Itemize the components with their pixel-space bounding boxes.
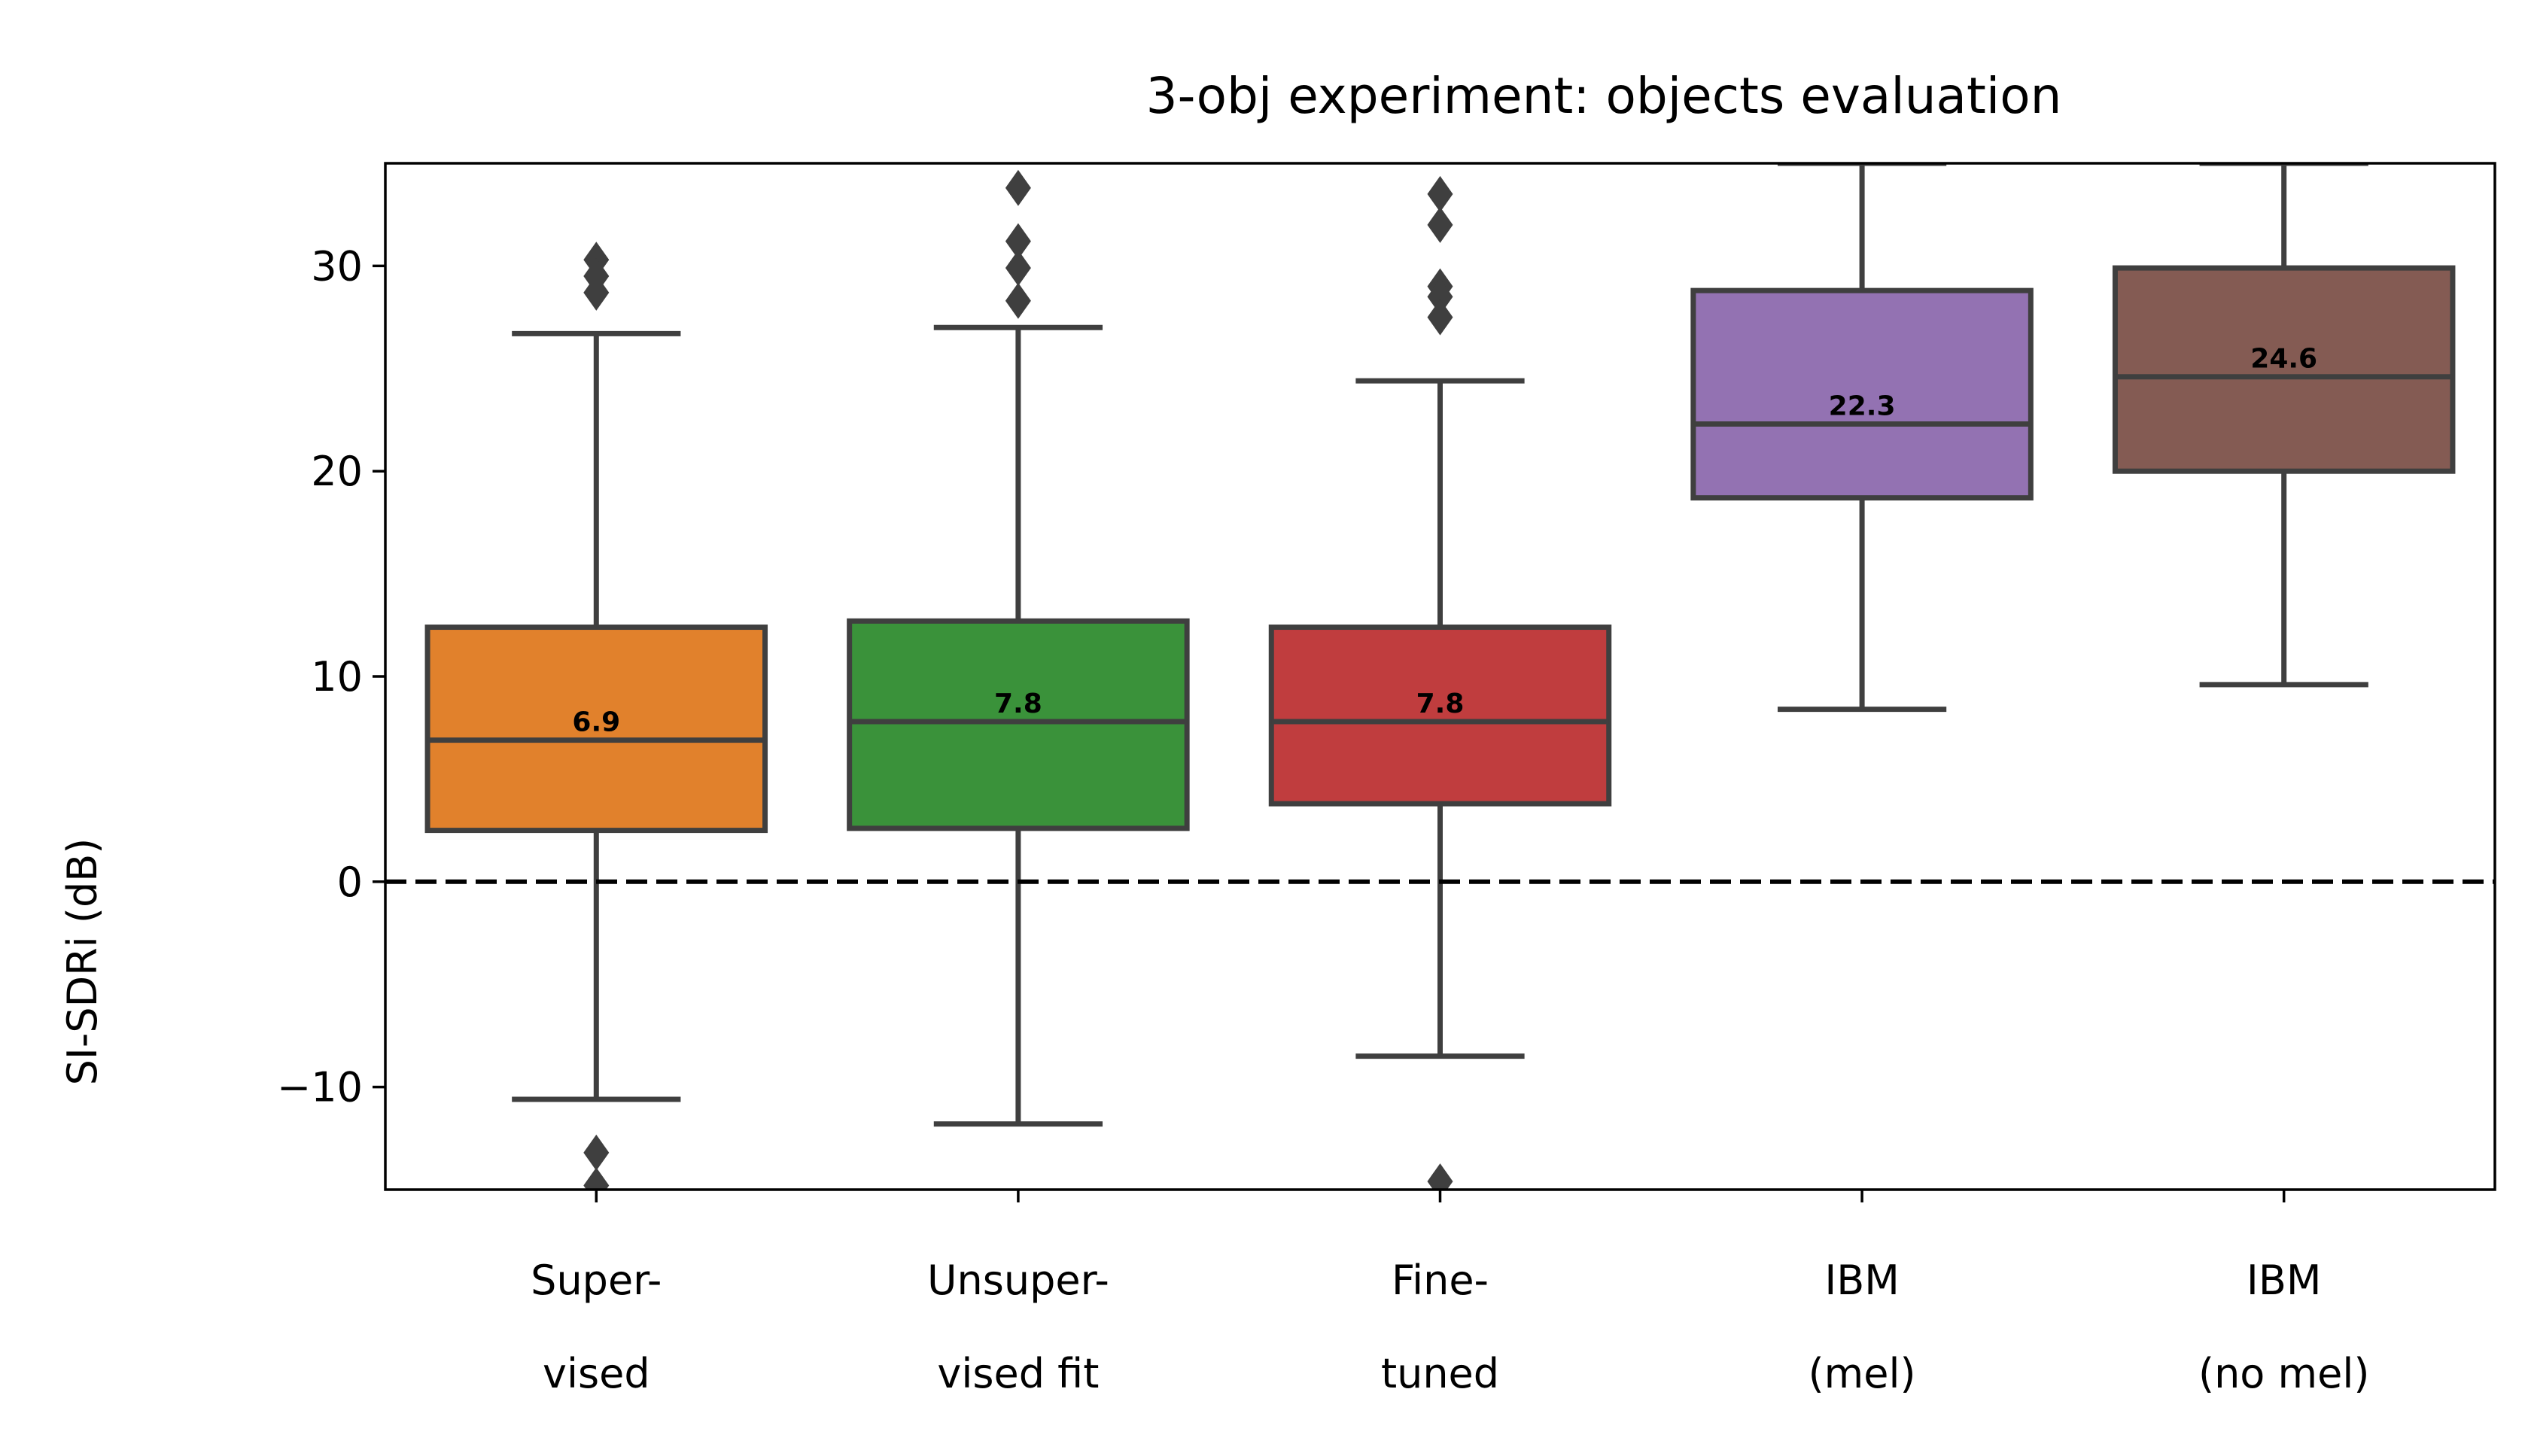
chart-title: 3-obj experiment: objects evaluation	[1146, 67, 2062, 125]
x-tick-label-line: IBM	[1824, 1257, 1900, 1304]
x-tick-label-line: vised fit	[937, 1350, 1099, 1397]
outlier-marker	[1427, 175, 1453, 212]
x-tick-label: IBM (mel)	[1809, 1257, 1916, 1397]
median-value-label: 7.8	[1416, 688, 1465, 719]
plot-marks	[385, 163, 2495, 1190]
x-tick-label-line: vised	[543, 1350, 650, 1397]
y-tick-label: 10	[311, 653, 363, 701]
outlier-marker	[583, 274, 610, 311]
median-value-label: 7.8	[994, 688, 1042, 719]
outlier-marker	[1427, 1163, 1453, 1190]
median-value-label: 22.3	[1829, 391, 1896, 421]
x-tick-label-line: Unsuper-	[927, 1257, 1109, 1304]
box-0	[424, 625, 768, 834]
box-3	[1690, 287, 2034, 501]
outlier-marker	[1427, 299, 1453, 336]
y-tick-label: 20	[311, 448, 363, 495]
outlier-marker	[1427, 206, 1453, 243]
y-axis-label: SI-SDRi (dB)	[59, 838, 106, 1086]
x-tick-label: IBM (no mel)	[2198, 1257, 2369, 1397]
outlier-marker	[583, 1134, 610, 1171]
x-tick-label-line: Super-	[531, 1257, 662, 1304]
median-value-label: 24.6	[2250, 344, 2317, 375]
y-tick-label: 30	[311, 242, 363, 290]
x-tick-label-line: tuned	[1381, 1350, 1499, 1397]
outlier-marker	[1427, 278, 1453, 315]
y-tick-label: 0	[337, 859, 363, 906]
box-1	[847, 618, 1190, 831]
outlier-marker	[1005, 169, 1031, 206]
outlier-marker	[1005, 282, 1031, 319]
x-tick-label-line: (no mel)	[2198, 1350, 2369, 1397]
y-tick-label: −10	[277, 1064, 363, 1111]
x-tick-label: Fine-tuned	[1381, 1257, 1499, 1397]
median-value-label: 6.9	[572, 707, 620, 738]
x-tick-label-line: (mel)	[1809, 1350, 1916, 1397]
x-tick-label-line: Fine-	[1392, 1257, 1489, 1304]
outlier-marker	[1005, 250, 1031, 287]
x-tick-label: Super-vised	[531, 1257, 662, 1397]
outlier-marker	[583, 1167, 610, 1190]
x-tick-label-line: IBM	[2247, 1257, 2322, 1304]
x-tick-label: Unsuper-vised fit	[927, 1257, 1109, 1397]
outlier-marker	[1005, 223, 1031, 260]
box-2	[1268, 625, 1612, 807]
box-4	[2112, 265, 2456, 474]
